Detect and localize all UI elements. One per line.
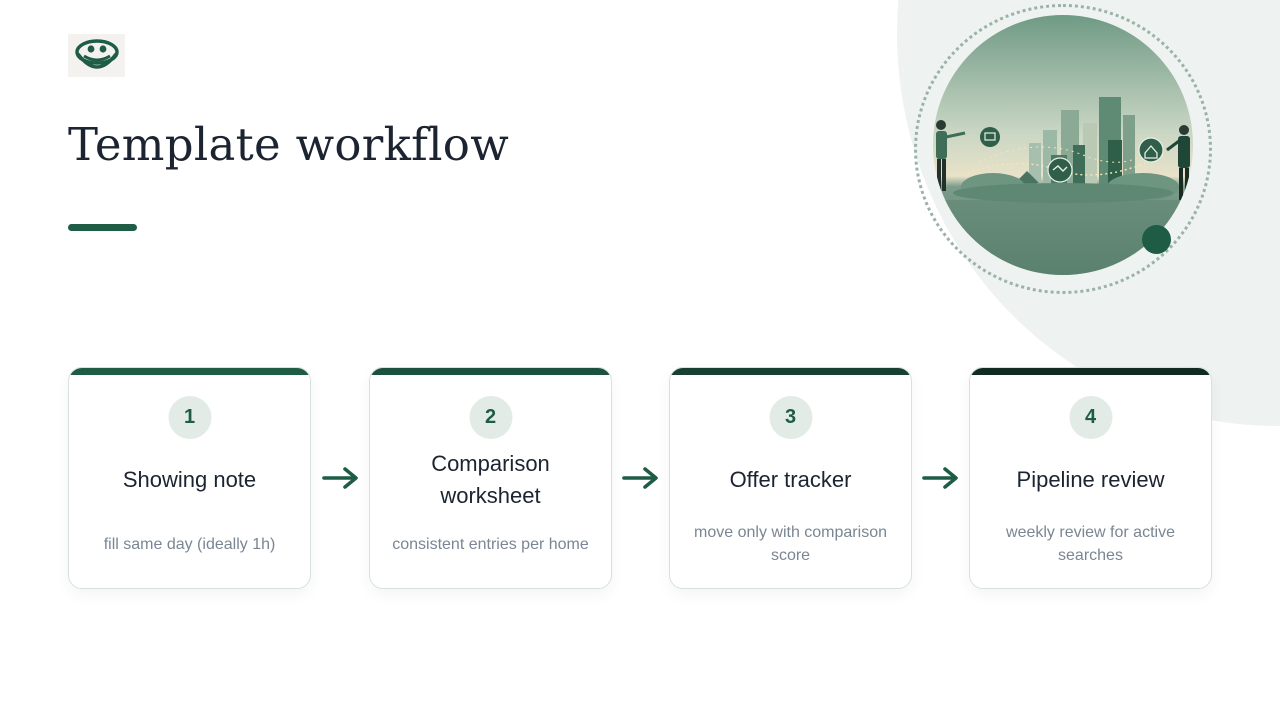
arrow-right-icon <box>922 467 958 489</box>
arrow-right-icon <box>622 467 658 489</box>
card-accent-bar <box>670 368 911 375</box>
step-card-1: 1 Showing note fill same day (ideally 1h… <box>68 367 311 589</box>
card-accent-bar <box>370 368 611 375</box>
card-accent-bar <box>970 368 1211 375</box>
page-title: Template workflow <box>68 118 510 171</box>
step-description: consistent entries per home <box>392 535 589 553</box>
arrow-right-icon <box>322 467 358 489</box>
card-accent-bar <box>69 368 310 375</box>
step-number: 1 <box>168 396 211 439</box>
step-card-3: 3 Offer tracker move only with compariso… <box>669 367 912 589</box>
step-title: Showing note <box>122 467 257 492</box>
title-underline <box>68 224 137 231</box>
accent-dot <box>1142 225 1171 254</box>
logo <box>68 34 125 77</box>
dotted-ring <box>914 4 1212 294</box>
smiling-bowl-logo-icon <box>74 38 119 69</box>
step-card-2: 2 Comparison worksheet consistent entrie… <box>369 367 612 589</box>
step-number: 4 <box>1069 396 1112 439</box>
step-card-4: 4 Pipeline review weekly review for acti… <box>969 367 1212 589</box>
step-title: Comparison worksheet <box>431 451 550 508</box>
step-title: Pipeline review <box>1016 467 1165 492</box>
step-number: 2 <box>469 396 512 439</box>
step-title: Offer tracker <box>729 467 852 492</box>
step-description: weekly review for active searches <box>1006 524 1175 564</box>
step-description: move only with comparison score <box>694 524 887 564</box>
step-number: 3 <box>769 396 812 439</box>
step-description: fill same day (ideally 1h) <box>103 535 276 553</box>
